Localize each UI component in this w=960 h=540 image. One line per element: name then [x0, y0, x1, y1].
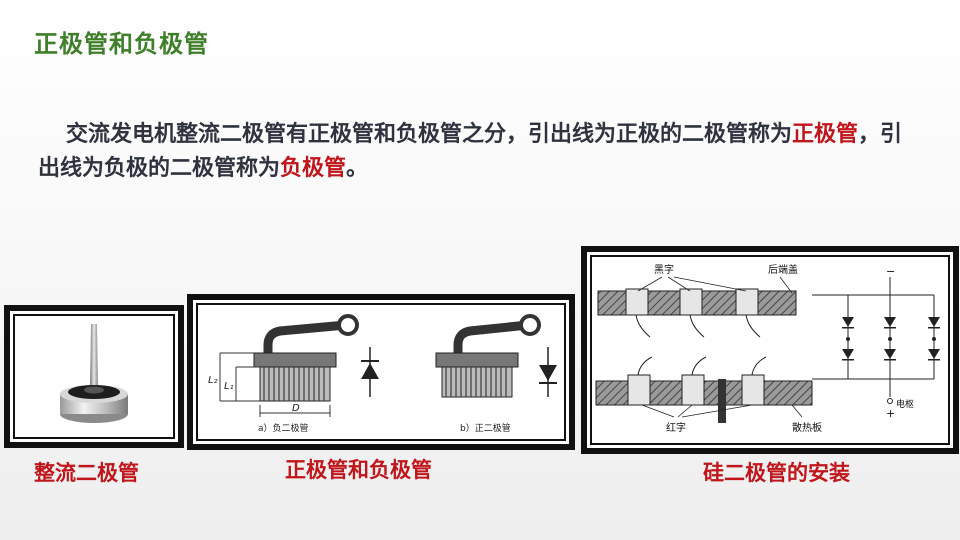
- caption-rectifier-diode: 整流二极管: [34, 461, 139, 485]
- diode-illustration: [15, 316, 171, 435]
- label-minus: −: [886, 265, 895, 278]
- label-black-mark: 黑字: [654, 263, 674, 276]
- diode-photo: [13, 314, 175, 439]
- label-armature: 电枢: [896, 398, 914, 410]
- label-l2: L₂: [208, 375, 218, 386]
- caption-positive-negative: 正极管和负极管: [285, 458, 432, 482]
- diode-drawing-frame: L₂ L₁ D a）负二极管: [187, 294, 575, 450]
- installation-diagram-frame: 黑字 后端盖 红字 散热板: [581, 246, 959, 454]
- label-red-mark: 红字: [666, 421, 686, 434]
- label-negative-diode: a）负二极管: [258, 422, 309, 434]
- paragraph-text-2: ，引出线为负极的二极管称为: [38, 122, 903, 181]
- paragraph-text-3: 。: [346, 156, 369, 181]
- diode-photo-frame: [4, 305, 184, 448]
- label-plus: +: [886, 407, 895, 420]
- label-positive-diode: b）正二极管: [460, 422, 511, 434]
- paragraph-text-1: 交流发电机整流二极管有正极管和负极管之分，引出线为正极的二极管称为: [66, 122, 793, 147]
- positive-diode-drawing: b）正二极管: [435, 314, 557, 434]
- label-rear-cover: 后端盖: [768, 263, 798, 276]
- negative-diode-drawing: L₂ L₁ D a）负二极管: [208, 314, 379, 434]
- intro-paragraph: 交流发电机整流二极管有正极管和负极管之分，引出线为正极的二极管称为正极管，引出线…: [38, 118, 918, 186]
- label-l1: L₁: [224, 381, 234, 392]
- label-d: D: [292, 403, 300, 414]
- highlight-positive: 正极管: [792, 122, 859, 147]
- slide-title: 正极管和负极管: [34, 30, 209, 58]
- diode-drawing: L₂ L₁ D a）负二极管: [198, 305, 562, 437]
- caption-installation: 硅二极管的安装: [703, 461, 850, 485]
- installation-diagram: 黑字 后端盖 红字 散热板: [592, 257, 946, 441]
- label-heatsink: 散热板: [792, 421, 822, 434]
- highlight-negative: 负极管: [280, 156, 347, 181]
